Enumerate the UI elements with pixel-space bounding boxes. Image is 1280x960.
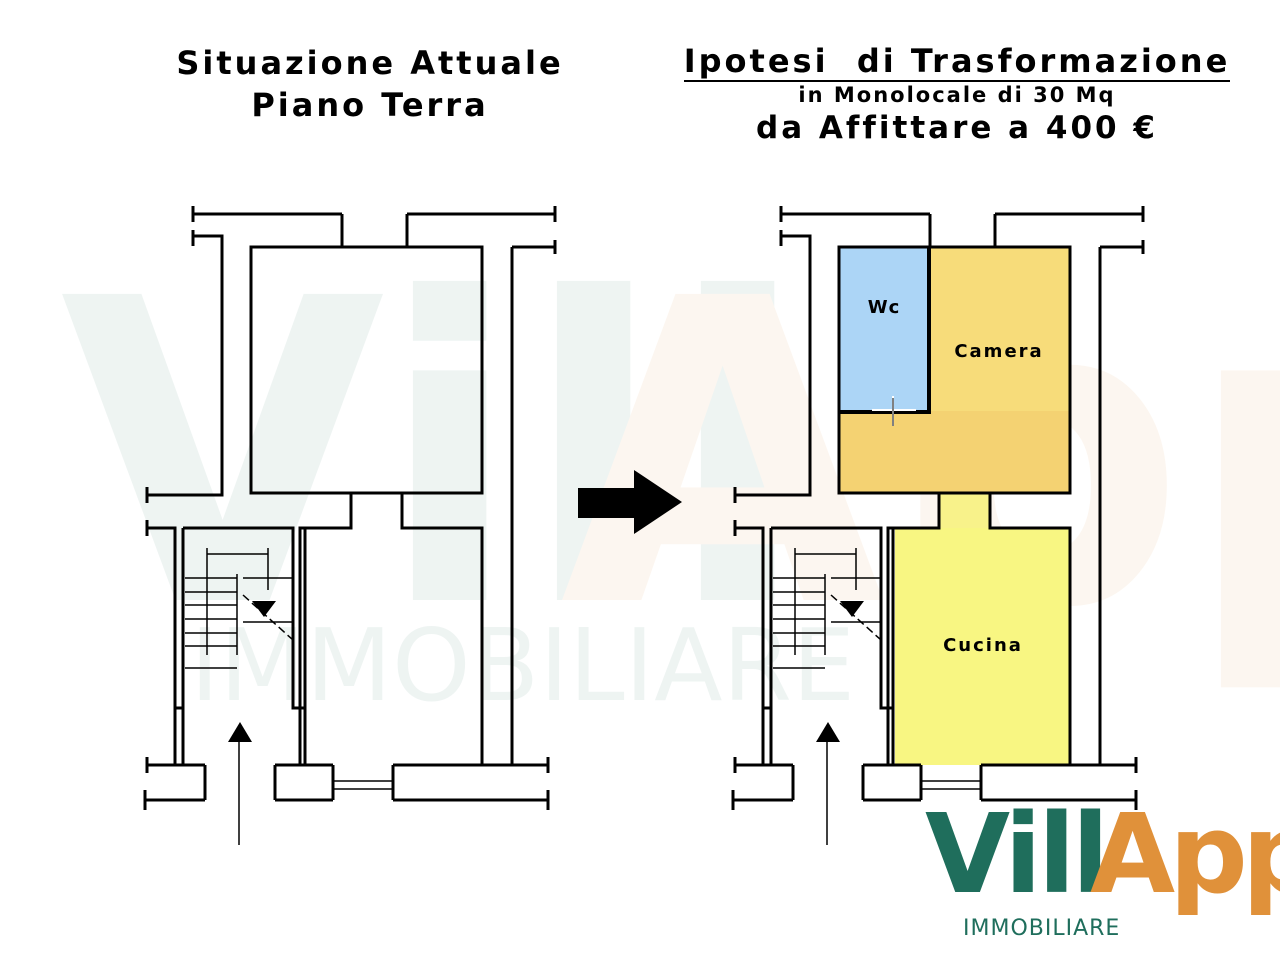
- svg-text:Vill: Vill: [60, 211, 810, 700]
- room-label-cucina: Cucina: [943, 635, 1023, 656]
- room-fills: [840, 248, 1070, 765]
- camera-fill: [928, 248, 1070, 411]
- watermark: Vill App IMMOBILIARE: [60, 211, 1280, 724]
- room-label-camera: Camera: [954, 341, 1044, 362]
- cucina-fill: [895, 528, 1070, 765]
- proposal-title: Ipotesi di Trasformazione in Monolocale …: [683, 42, 1231, 146]
- camera-lower-fill: [840, 410, 1070, 492]
- arrow-right-icon: [578, 470, 682, 534]
- wc-wall: [840, 248, 931, 414]
- room-label-wc: Wc: [867, 297, 901, 318]
- corridor-fill: [940, 492, 990, 529]
- svg-text:IMMOBILIARE: IMMOBILIARE: [190, 607, 855, 724]
- wc-fill: [840, 248, 928, 410]
- villapp-logo: Vill App IMMOBILIARE: [925, 790, 1280, 941]
- current-title: Situazione Attuale Piano Terra: [176, 44, 564, 124]
